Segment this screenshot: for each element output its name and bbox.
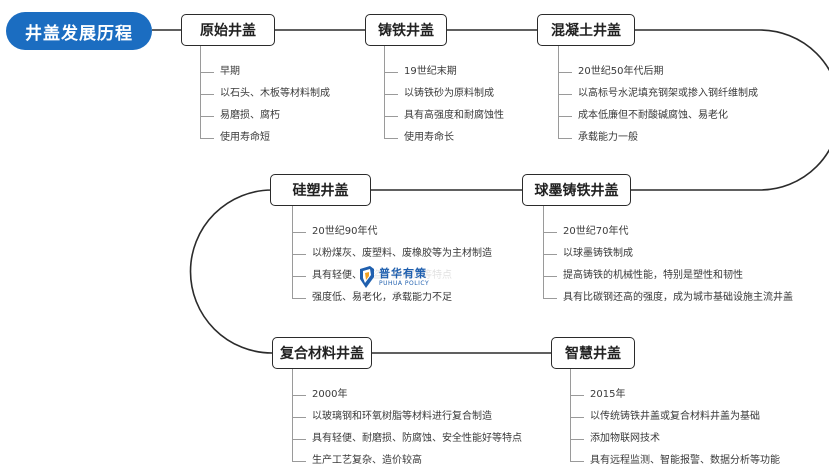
branch-line bbox=[200, 46, 201, 138]
diagram-title: 井盖发展历程 bbox=[6, 12, 152, 50]
list-item: 易磨损、腐朽 bbox=[200, 105, 330, 127]
branch-line bbox=[292, 206, 293, 298]
branch-line bbox=[570, 369, 571, 461]
watermark-en: PUHUA POLICY bbox=[379, 279, 430, 287]
stage-items-smart: 2015年 以传统铸铁井盖或复合材料井盖为基础 添加物联网技术 具有远程监测、智… bbox=[570, 384, 780, 472]
list-item: 添加物联网技术 bbox=[570, 428, 780, 450]
watermark-logo: 普华有策 PUHUA POLICY bbox=[358, 262, 462, 292]
list-item: 2015年 bbox=[570, 384, 780, 406]
puhua-logo-icon bbox=[360, 266, 374, 288]
list-item: 19世纪末期 bbox=[384, 61, 504, 83]
list-item: 以石头、木板等材料制成 bbox=[200, 83, 330, 105]
list-item: 早期 bbox=[200, 61, 330, 83]
stage-node-smart: 智慧井盖 bbox=[551, 337, 635, 369]
stage-items-cast-iron: 19世纪末期 以铸铁砂为原料制成 具有高强度和耐腐蚀性 使用寿命长 bbox=[384, 61, 504, 149]
branch-line bbox=[543, 206, 544, 298]
list-item: 成本低廉但不耐酸碱腐蚀、易老化 bbox=[558, 105, 758, 127]
stage-items-primitive: 早期 以石头、木板等材料制成 易磨损、腐朽 使用寿命短 bbox=[200, 61, 330, 149]
stage-node-cast-iron: 铸铁井盖 bbox=[365, 14, 447, 46]
list-item: 以球墨铸铁制成 bbox=[543, 243, 793, 265]
branch-line bbox=[292, 369, 293, 461]
stage-node-ductile-iron: 球墨铸铁井盖 bbox=[522, 174, 631, 206]
branch-line bbox=[384, 46, 385, 138]
list-item: 承载能力一般 bbox=[558, 127, 758, 149]
list-item: 具有远程监测、智能报警、数据分析等功能 bbox=[570, 450, 780, 472]
stage-items-composite: 2000年 以玻璃钢和环氧树脂等材料进行复合制造 具有轻便、耐磨损、防腐蚀、安全… bbox=[292, 384, 522, 472]
list-item: 2000年 bbox=[292, 384, 522, 406]
list-item: 以玻璃钢和环氧树脂等材料进行复合制造 bbox=[292, 406, 522, 428]
list-item: 20世纪50年代后期 bbox=[558, 61, 758, 83]
list-item: 以传统铸铁井盖或复合材料井盖为基础 bbox=[570, 406, 780, 428]
list-item: 生产工艺复杂、造价较高 bbox=[292, 450, 522, 472]
stage-items-concrete: 20世纪50年代后期 以高标号水泥填充钢架或掺入钢纤维制成 成本低廉但不耐酸碱腐… bbox=[558, 61, 758, 149]
stage-node-primitive: 原始井盖 bbox=[181, 14, 275, 46]
list-item: 使用寿命长 bbox=[384, 127, 504, 149]
list-item: 以铸铁砂为原料制成 bbox=[384, 83, 504, 105]
list-item: 以粉煤灰、废塑料、废橡胶等为主材制造 bbox=[292, 243, 492, 265]
list-item: 使用寿命短 bbox=[200, 127, 330, 149]
list-item: 具有轻便、耐磨损、防腐蚀、安全性能好等特点 bbox=[292, 428, 522, 450]
list-item: 提高铸铁的机械性能，特别是塑性和韧性 bbox=[543, 265, 793, 287]
list-item: 具有比碳钢还高的强度，成为城市基础设施主流井盖 bbox=[543, 287, 793, 309]
stage-node-concrete: 混凝土井盖 bbox=[537, 14, 635, 46]
list-item: 20世纪90年代 bbox=[292, 221, 492, 243]
watermark-cn: 普华有策 bbox=[379, 266, 427, 280]
stage-items-ductile-iron: 20世纪70年代 以球墨铸铁制成 提高铸铁的机械性能，特别是塑性和韧性 具有比碳… bbox=[543, 221, 793, 309]
list-item: 具有高强度和耐腐蚀性 bbox=[384, 105, 504, 127]
list-item: 强度低、易老化，承载能力不足 bbox=[292, 287, 492, 309]
stage-node-silicon-plastic: 硅塑井盖 bbox=[270, 174, 371, 206]
branch-line bbox=[558, 46, 559, 138]
stage-node-composite: 复合材料井盖 bbox=[272, 337, 372, 369]
list-item: 20世纪70年代 bbox=[543, 221, 793, 243]
list-item: 以高标号水泥填充钢架或掺入钢纤维制成 bbox=[558, 83, 758, 105]
